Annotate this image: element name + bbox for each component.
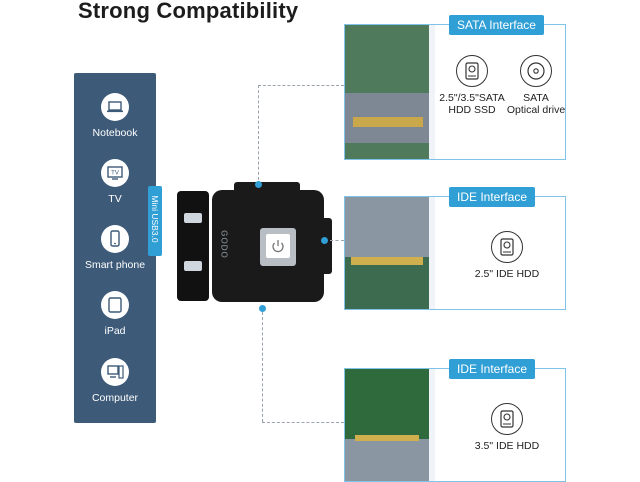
ide-panel-1: IDE Interface 2.5" IDE HDD bbox=[344, 187, 566, 310]
device-tv: TV TV bbox=[74, 159, 156, 205]
mini-usb-label: Mini USB3.0 bbox=[150, 195, 160, 243]
item-label: 2.5" IDE HDD bbox=[474, 268, 540, 280]
hard-drive-icon bbox=[491, 403, 523, 435]
device-computer: Computer bbox=[74, 358, 156, 404]
smartphone-icon bbox=[101, 225, 129, 253]
device-label: Computer bbox=[91, 392, 139, 404]
adapter-device: GODO bbox=[212, 182, 332, 302]
page-title: Strong Compatibility bbox=[78, 0, 299, 23]
sata-connector bbox=[234, 182, 300, 194]
cable-connector bbox=[184, 213, 202, 223]
usb-cable-plug bbox=[177, 191, 209, 301]
device-label: Smart phone bbox=[84, 259, 146, 271]
power-icon bbox=[266, 234, 290, 258]
panel-divider bbox=[429, 25, 435, 159]
ide-3-5-item: 3.5" IDE HDD bbox=[457, 403, 557, 452]
hard-drive-icon bbox=[456, 55, 488, 87]
device-label: Notebook bbox=[92, 127, 138, 139]
cable-connector bbox=[184, 261, 202, 271]
computer-icon bbox=[101, 358, 129, 386]
connector-dot bbox=[321, 237, 328, 244]
power-button bbox=[260, 228, 296, 266]
device-notebook: Notebook bbox=[74, 93, 156, 139]
sata-hdd-item: 2.5"/3.5"SATA HDD SSD bbox=[437, 55, 507, 116]
tv-icon: TV bbox=[101, 159, 129, 187]
ide-2-5-drive-image bbox=[345, 197, 429, 309]
hard-drive-icon bbox=[491, 231, 523, 263]
item-label: 3.5" IDE HDD bbox=[474, 440, 540, 452]
tablet-icon bbox=[101, 291, 129, 319]
adapter-brand: GODO bbox=[219, 230, 229, 259]
mini-usb-tag: Mini USB3.0 bbox=[148, 186, 162, 256]
connector-line bbox=[262, 312, 263, 422]
ide-panel-2: IDE Interface 3.5" IDE HDD bbox=[344, 359, 566, 482]
connector-line bbox=[330, 240, 344, 241]
connector-dot bbox=[255, 181, 262, 188]
sata-drive-image bbox=[345, 25, 429, 159]
ide-connector bbox=[322, 218, 332, 274]
ide-3-5-drive-image bbox=[345, 369, 429, 481]
tv-icon-text: TV bbox=[111, 171, 119, 177]
device-panel: Notebook TV TV Smart phone iPad Computer bbox=[74, 73, 156, 423]
device-ipad: iPad bbox=[74, 291, 156, 337]
ide-2-5-item: 2.5" IDE HDD bbox=[457, 231, 557, 280]
panel-divider bbox=[429, 369, 435, 481]
device-smartphone: Smart phone bbox=[74, 225, 156, 271]
sata-panel: SATA Interface 2.5"/3.5"SATA HDD SSD SAT… bbox=[344, 15, 567, 160]
connector-dot bbox=[259, 305, 266, 312]
optical-disc-icon bbox=[520, 55, 552, 87]
item-label-line1: SATA bbox=[523, 92, 549, 104]
item-label-line2: HDD SSD bbox=[448, 104, 496, 116]
device-label: TV bbox=[108, 193, 122, 205]
laptop-icon bbox=[101, 93, 129, 121]
connector-line bbox=[258, 85, 259, 185]
panel-header: IDE Interface bbox=[449, 359, 536, 379]
item-label-line1: 2.5"/3.5"SATA bbox=[439, 92, 505, 104]
panel-header: IDE Interface bbox=[449, 187, 536, 207]
item-label-line2: Optical drive bbox=[506, 104, 566, 116]
sata-optical-item: SATA Optical drive bbox=[505, 55, 567, 116]
device-label: iPad bbox=[104, 325, 126, 337]
connector-line bbox=[262, 422, 344, 423]
connector-line bbox=[258, 85, 344, 86]
panel-header: SATA Interface bbox=[449, 15, 544, 35]
panel-divider bbox=[429, 197, 435, 309]
